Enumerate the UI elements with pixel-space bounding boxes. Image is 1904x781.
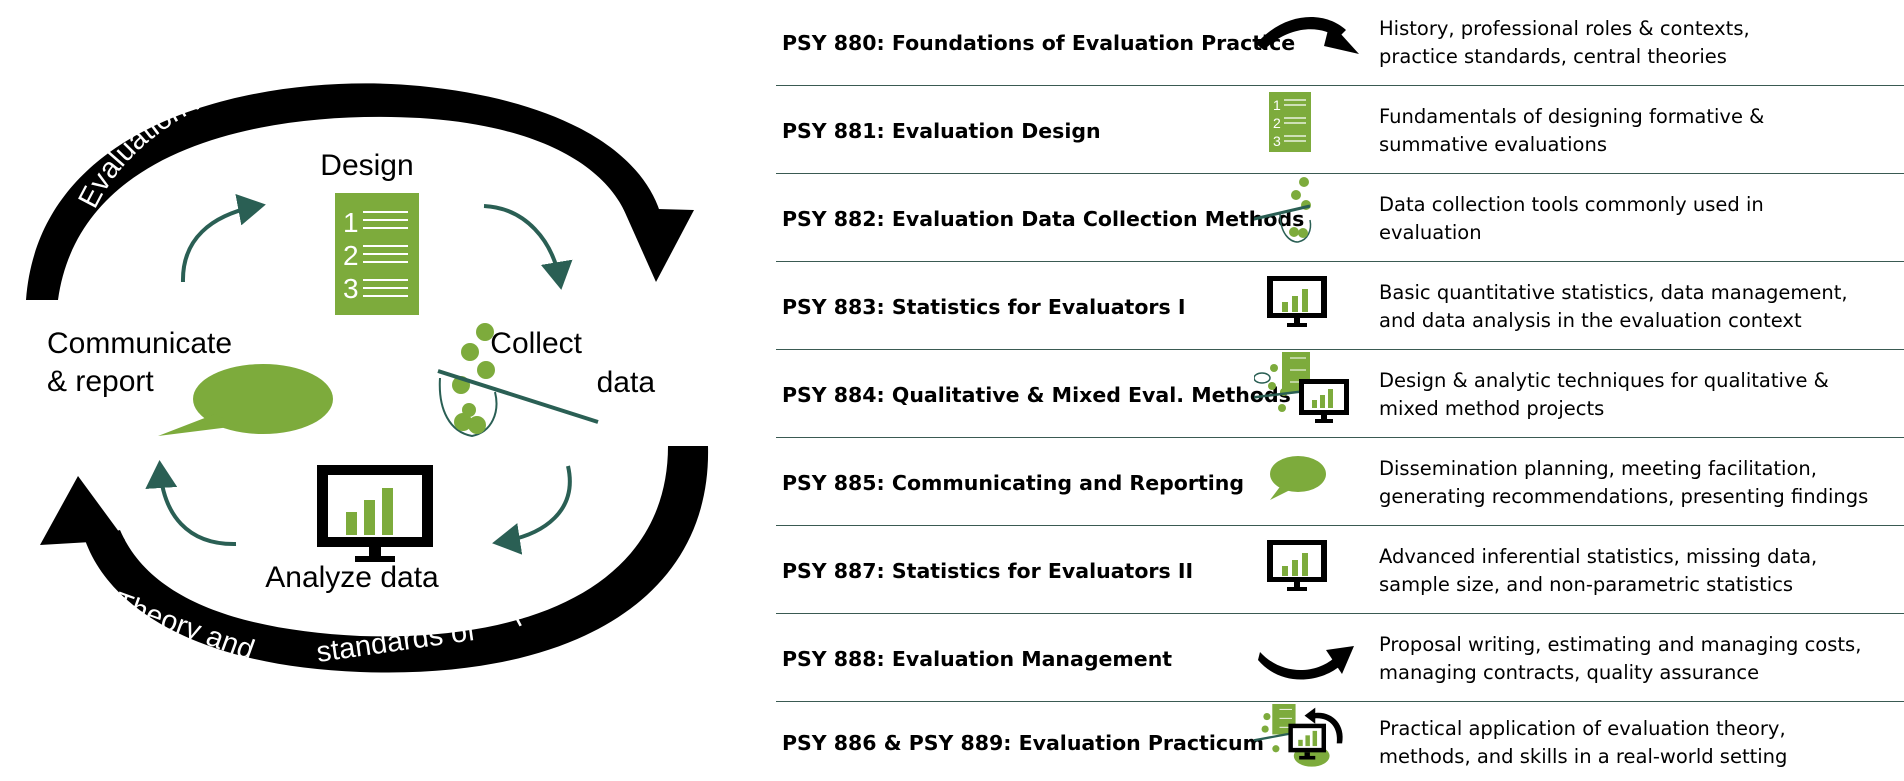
curved-arrow-icon (1256, 17, 1359, 54)
course-description-line: and data analysis in the evaluation cont… (1379, 309, 1802, 332)
course-description-line: methods, and skills in a real-world sett… (1379, 744, 1788, 768)
mixed-methods-icon (1254, 352, 1349, 423)
row-divider (776, 348, 1904, 350)
course-row: PSY 883: Statistics for Evaluators I Bas… (776, 264, 1904, 350)
course-description: Fundamentals of designing formative & su… (1379, 88, 1899, 174)
svg-text:1: 1 (1273, 97, 1281, 113)
course-description-line: generating recommendations, presenting f… (1379, 485, 1869, 508)
inner-arrow-to-collect (483, 204, 573, 290)
inner-arrow-to-analyze (492, 465, 572, 555)
collect-label-2: data (597, 366, 656, 399)
course-description-line: evaluation (1379, 221, 1482, 244)
monitor-chart-icon (1267, 540, 1327, 591)
numbered-list-icon: 1 2 3 (1269, 92, 1311, 152)
practicum-collage-icon (1254, 704, 1343, 767)
course-row: PSY 885: Communicating and Reporting Dis… (776, 440, 1904, 526)
course-description-line: Basic quantitative statistics, data mana… (1379, 281, 1848, 304)
course-description-line: Data collection tools commonly used in (1379, 193, 1764, 216)
row-divider (776, 700, 1904, 702)
course-description: Dissemination planning, meeting facilita… (1379, 440, 1899, 526)
inner-arrow-to-design (180, 193, 266, 283)
course-title: PSY 882: Evaluation Data Collection Meth… (782, 207, 1305, 231)
course-row: PSY 886 & PSY 889: Evaluation Practicum … (776, 704, 1904, 781)
row-divider (776, 436, 1904, 438)
course-description-line: summative evaluations (1379, 133, 1607, 156)
analyze-label: Analyze data (265, 561, 439, 594)
communicate-label: Communicate (47, 327, 232, 360)
row-divider (776, 84, 1904, 86)
course-description-line: History, professional roles & contexts, (1379, 17, 1750, 40)
course-description: Practical application of evaluation theo… (1379, 704, 1899, 781)
speech-bubble-icon (158, 364, 333, 436)
course-description-line: Design & analytic techniques for qualita… (1379, 369, 1829, 392)
course-row: PSY 884: Qualitative & Mixed Eval. Metho… (776, 352, 1904, 438)
course-title: PSY 885: Communicating and Reporting (782, 471, 1245, 495)
course-list: PSY 880: Foundations of Evaluation Pract… (776, 0, 1904, 781)
svg-text:2: 2 (1273, 115, 1281, 131)
course-row: PSY 888: Evaluation Management Proposal … (776, 616, 1904, 702)
course-row: PSY 882: Evaluation Data Collection Meth… (776, 176, 1904, 262)
row-divider (776, 260, 1904, 262)
row-divider (776, 612, 1904, 614)
course-description: Design & analytic techniques for qualita… (1379, 352, 1899, 438)
course-title: PSY 881: Evaluation Design (782, 119, 1101, 143)
collect-label: Collect (490, 327, 582, 360)
svg-text:2: 2 (343, 240, 359, 271)
course-description: Basic quantitative statistics, data mana… (1379, 264, 1899, 350)
row-divider (776, 172, 1904, 174)
row-divider (776, 524, 1904, 526)
curved-arrow-icon (1258, 646, 1354, 680)
inner-arrow-to-communicate (145, 460, 237, 547)
communicate-label-2: & report (47, 365, 154, 398)
course-row: PSY 881: Evaluation Design 1 2 3 Fundame… (776, 88, 1904, 174)
course-title: PSY 887: Statistics for Evaluators II (782, 559, 1194, 583)
collect-data-icon (437, 323, 599, 438)
numbered-list-icon: 1 2 3 (335, 193, 419, 315)
course-title: PSY 888: Evaluation Management (782, 647, 1173, 671)
course-description-line: Proposal writing, estimating and managin… (1379, 633, 1862, 656)
course-title: PSY 884: Qualitative & Mixed Eval. Metho… (782, 383, 1291, 407)
course-title: PSY 880: Foundations of Evaluation Pract… (782, 31, 1296, 55)
course-description-line: Practical application of evaluation theo… (1379, 716, 1786, 740)
course-description: Data collection tools commonly used in e… (1379, 176, 1899, 262)
course-description: Proposal writing, estimating and managin… (1379, 616, 1899, 702)
course-description-line: sample size, and non-parametric statisti… (1379, 573, 1794, 596)
course-title: PSY 886 & PSY 889: Evaluation Practicum (782, 730, 1264, 755)
course-description: Advanced inferential statistics, missing… (1379, 528, 1899, 614)
course-description-line: Fundamentals of designing formative & (1379, 105, 1765, 128)
course-row: PSY 887: Statistics for Evaluators II Ad… (776, 528, 1904, 614)
design-label: Design (320, 149, 413, 182)
svg-text:1: 1 (343, 207, 359, 238)
evaluation-cycle-diagram: Evaluation management Theory and standar… (26, 49, 709, 673)
svg-text:3: 3 (1273, 133, 1281, 149)
course-description: History, professional roles & contexts, … (1379, 0, 1899, 86)
course-row: PSY 880: Foundations of Evaluation Pract… (776, 0, 1904, 86)
monitor-chart-icon (317, 465, 433, 562)
course-title: PSY 883: Statistics for Evaluators I (782, 295, 1186, 319)
course-description-line: managing contracts, quality assurance (1379, 661, 1760, 684)
collect-data-icon (1254, 177, 1312, 243)
course-description-line: mixed method projects (1379, 397, 1605, 420)
course-description-line: Dissemination planning, meeting facilita… (1379, 457, 1817, 480)
course-description-line: practice standards, central theories (1379, 45, 1727, 68)
monitor-chart-icon (1267, 276, 1327, 327)
speech-bubble-icon (1270, 456, 1326, 500)
svg-text:3: 3 (343, 273, 359, 304)
course-description-line: Advanced inferential statistics, missing… (1379, 545, 1818, 568)
